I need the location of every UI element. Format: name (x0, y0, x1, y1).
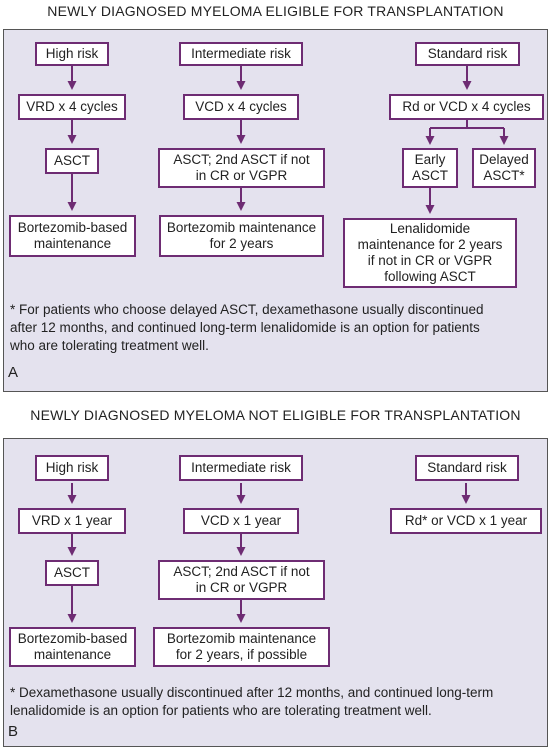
b-footnote: * Dexamethasone usually discontinued aft… (10, 685, 494, 718)
b-standard-risk-box: Standard risk (415, 455, 519, 481)
b-intermediate-maintenance-box: Bortezomib maintenance for 2 years, if p… (153, 627, 330, 667)
b-high-regimen-box: VRD x 1 year (18, 508, 126, 534)
panel-a (3, 29, 548, 392)
a-delayed-asct-box: Delayed ASCT* (472, 148, 536, 188)
a-high-regimen-box: VRD x 4 cycles (18, 94, 126, 120)
a-high-asct-box: ASCT (45, 148, 99, 174)
panel-a-title: NEWLY DIAGNOSED MYELOMA ELIGIBLE FOR TRA… (47, 3, 504, 19)
b-high-asct-box: ASCT (45, 560, 99, 586)
a-standard-maintenance-box: Lenalidomide maintenance for 2 years if … (343, 218, 517, 288)
b-panel-label: B (8, 723, 19, 740)
a-intermediate-risk-box: Intermediate risk (179, 42, 303, 66)
b-standard-regimen-box: Rd* or VCD x 1 year (390, 508, 542, 534)
b-intermediate-risk-box: Intermediate risk (179, 455, 303, 481)
b-high-maintenance-box: Bortezomib-based maintenance (9, 627, 136, 667)
a-intermediate-maintenance-box: Bortezomib maintenance for 2 years (159, 215, 324, 257)
a-standard-risk-box: Standard risk (415, 42, 520, 66)
b-intermediate-asct-box: ASCT; 2nd ASCT if not in CR or VGPR (158, 560, 325, 600)
b-high-risk-box: High risk (35, 455, 109, 481)
a-intermediate-regimen-box: VCD x 4 cycles (183, 94, 299, 120)
a-footnote: * For patients who choose delayed ASCT, … (10, 302, 484, 353)
a-panel-label: A (8, 364, 19, 381)
b-intermediate-regimen-box: VCD x 1 year (183, 508, 299, 534)
a-high-risk-box: High risk (35, 42, 109, 66)
a-standard-regimen-box: Rd or VCD x 4 cycles (389, 94, 544, 120)
panel-b-title: NEWLY DIAGNOSED MYELOMA NOT ELIGIBLE FOR… (30, 407, 521, 423)
a-early-asct-box: Early ASCT (402, 148, 458, 188)
a-high-maintenance-box: Bortezomib-based maintenance (9, 215, 136, 257)
a-intermediate-asct-box: ASCT; 2nd ASCT if not in CR or VGPR (158, 148, 325, 188)
